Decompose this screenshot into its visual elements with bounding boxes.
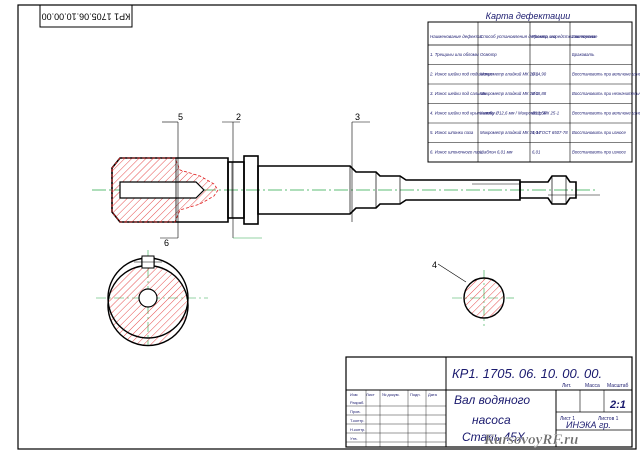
part-name-line1: Вал водяного bbox=[454, 393, 530, 407]
defect-cell-2-0: 3. Износ шейки под сальник bbox=[430, 91, 487, 96]
title-role-9: Утв. bbox=[350, 436, 358, 441]
title-role-4: Дата bbox=[428, 392, 438, 397]
header-lit: Лит. bbox=[562, 383, 571, 389]
callout-5: 5 bbox=[178, 112, 183, 122]
title-role-3: Подп. bbox=[410, 392, 421, 397]
part-name-line2: насоса bbox=[472, 413, 511, 427]
sheet-border bbox=[17, 4, 637, 450]
defect-map-table: Карта дефектации Наименование дефектаСпо… bbox=[427, 11, 640, 163]
section-view-keyway bbox=[96, 250, 208, 347]
title-role-2: № докум. bbox=[382, 392, 400, 397]
organization: ИНЭКА гр. bbox=[566, 420, 611, 430]
defect-cell-5-3: Восстановить при износе bbox=[572, 150, 627, 155]
defect-cell-2-1: Микрометр гладкий МК 25-1 bbox=[480, 91, 539, 96]
sheets-count: Листов 1 bbox=[598, 416, 619, 422]
shaft-main-view bbox=[92, 121, 600, 239]
defect-cell-0-0: 1. Трещины или обломы bbox=[430, 52, 480, 57]
title-role-0: Изм bbox=[350, 392, 358, 397]
defect-cell-3-0: 4. Износ шейки под крыльчатку bbox=[430, 111, 495, 116]
callout-4: 4 bbox=[432, 260, 437, 270]
callout-2: 2 bbox=[236, 112, 241, 122]
defect-cell-4-2: 4,04 bbox=[532, 130, 541, 135]
defect-cell-5-2: 6,01 bbox=[532, 150, 541, 155]
sheet-number: Лист 1 bbox=[560, 416, 575, 422]
stamp-box bbox=[39, 4, 133, 28]
section-view-shaft bbox=[437, 263, 514, 326]
title-role-7: Т.контр. bbox=[350, 418, 365, 423]
material: Сталь 45Х bbox=[462, 430, 526, 444]
defect-header-3: Заключение bbox=[572, 34, 598, 39]
defect-cell-0-1: Осмотр bbox=[480, 52, 497, 57]
header-mass: Масса bbox=[585, 383, 600, 389]
defect-cell-3-3: Восстановить при величине износа bbox=[572, 111, 640, 116]
defect-cell-3-1: Калибр Ø12,6 мм / Микрометр МК 25-1 bbox=[480, 111, 560, 116]
watermark: KursovoyRF.ru bbox=[483, 432, 578, 448]
defect-cell-5-0: 6. Износ шпоночного паза bbox=[430, 150, 483, 155]
stamp-code: КР1 1705.06.10.00.00 bbox=[42, 12, 131, 22]
defect-header-0: Наименование дефекта bbox=[430, 34, 482, 39]
defect-cell-5-1: Шаблон 6,01 мм bbox=[480, 150, 513, 155]
callout-6: 6 bbox=[164, 238, 169, 248]
defect-cell-2-3: Восстановить при незначительном износе bbox=[572, 91, 640, 96]
defect-cell-1-0: 2. Износ шейки под подшипник bbox=[429, 72, 493, 77]
callout-3: 3 bbox=[355, 112, 360, 122]
title-role-1: Лист bbox=[366, 392, 375, 397]
defect-header-1: Способ установления дефекта и средства к… bbox=[480, 34, 596, 39]
hub-bore bbox=[119, 181, 205, 199]
defect-cell-4-0: 5. Износ шпонки паза bbox=[430, 130, 474, 135]
defect-cell-1-3: Восстановить при величине износа bbox=[572, 72, 640, 77]
title-role-8: Н.контр. bbox=[350, 427, 365, 432]
shaft-body bbox=[257, 165, 521, 215]
defect-cell-1-1: Микрометр гладкий МК 25-1 bbox=[480, 72, 539, 77]
defect-cell-4-3: Восстановить при износе bbox=[572, 130, 627, 135]
scale-value: 2:1 bbox=[609, 399, 626, 411]
defect-cell-1-2: Ø14,90 bbox=[531, 72, 547, 77]
designation: КР1. 1705. 06. 10. 00. 00. bbox=[452, 366, 602, 381]
defect-cell-4-1: Микрометр гладкий МК 25-1 ГОСТ 6507-78 bbox=[480, 130, 568, 135]
defect-header-2: Размер, мм bbox=[532, 34, 556, 39]
title-role-5: Разраб. bbox=[350, 400, 364, 405]
defect-map-title: Карта дефектации bbox=[486, 11, 571, 21]
defect-cell-0-3: Браковать bbox=[572, 52, 595, 57]
title-role-6: Пров. bbox=[350, 409, 361, 414]
header-scale: Масштаб bbox=[607, 383, 629, 389]
defect-cell-3-2: Ø12,56 bbox=[531, 111, 547, 116]
defect-cell-2-2: Ø18,88 bbox=[531, 91, 547, 96]
